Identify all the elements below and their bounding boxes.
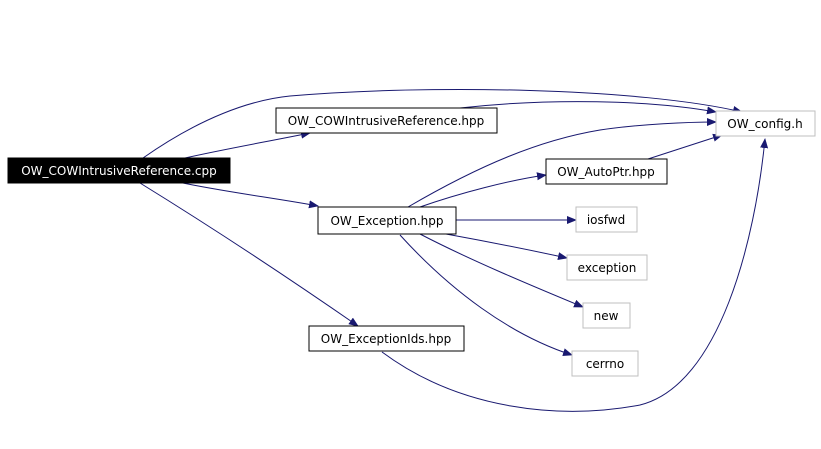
edge-exception-hpp-to-autoptr [419, 172, 547, 208]
node-exception-hpp-label: OW_Exception.hpp [330, 214, 443, 228]
edge-main-to-cow-hpp [184, 130, 311, 159]
edge-main-to-exception-hpp [177, 181, 319, 209]
edge-exception-hpp-to-cerrno [399, 234, 573, 357]
node-main-label: OW_COWIntrusiveReference.cpp [21, 164, 217, 178]
node-exception-label: exception [578, 261, 637, 275]
node-cerrno-label: cerrno [586, 357, 624, 371]
node-autoptr-label: OW_AutoPtr.hpp [557, 165, 655, 179]
node-new[interactable]: new [582, 302, 631, 329]
edge-exceptionids-to-config [381, 138, 769, 412]
node-main[interactable]: OW_COWIntrusiveReference.cpp [7, 157, 231, 184]
edge-exception-hpp-to-config [407, 118, 717, 208]
node-exception[interactable]: exception [566, 254, 648, 281]
node-config-label: OW_config.h [727, 117, 802, 131]
node-new-label: new [594, 309, 619, 323]
edge-exception-hpp-to-exception [445, 233, 568, 261]
edge-cow-hpp-to-config [459, 101, 717, 115]
node-autoptr[interactable]: OW_AutoPtr.hpp [545, 158, 668, 185]
node-cow-hpp[interactable]: OW_COWIntrusiveReference.hpp [275, 107, 498, 134]
edge-main-to-config [142, 88, 743, 159]
node-exceptionids[interactable]: OW_ExceptionIds.hpp [308, 325, 465, 352]
edge-main-to-exceptionids [139, 182, 359, 327]
node-iosfwd[interactable]: iosfwd [575, 206, 638, 233]
node-exception-hpp[interactable]: OW_Exception.hpp [317, 206, 457, 235]
node-config[interactable]: OW_config.h [715, 110, 816, 137]
edge-exception-hpp-to-new [419, 233, 584, 308]
node-cow-hpp-label: OW_COWIntrusiveReference.hpp [288, 114, 485, 128]
node-cerrno[interactable]: cerrno [571, 350, 639, 377]
node-exceptionids-label: OW_ExceptionIds.hpp [321, 332, 451, 346]
node-iosfwd-label: iosfwd [587, 213, 625, 227]
edge-autoptr-to-config [647, 133, 723, 160]
